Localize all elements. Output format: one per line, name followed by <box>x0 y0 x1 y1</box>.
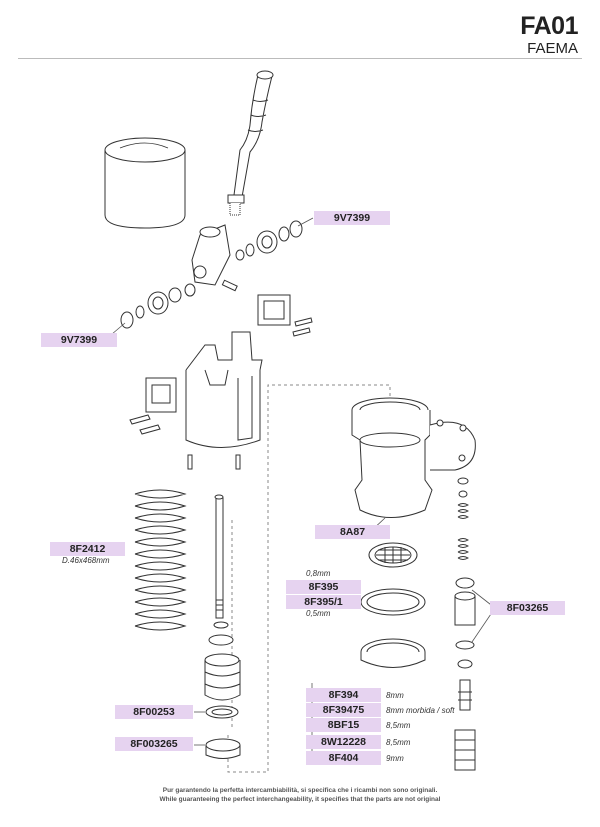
part-label-8f395-1: 8F395/1 <box>286 595 361 609</box>
part-label-8bf15: 8BF15 <box>306 718 381 732</box>
note-8bf15: 8,5mm <box>386 721 411 730</box>
part-label-8w12228: 8W12228 <box>306 735 381 749</box>
piston-rod <box>214 494 224 619</box>
footer-italian: Pur garantendo la perfetta intercambiabi… <box>162 787 438 794</box>
valve-stack <box>454 477 476 771</box>
part-label-8f03265: 8F03265 <box>490 601 565 615</box>
cup-part <box>104 137 186 229</box>
note-spring-size: D.46x468mm <box>62 556 110 565</box>
model-code: FA01 <box>520 12 578 40</box>
note-8w12228: 8,5mm <box>386 738 411 747</box>
group-body <box>351 397 476 518</box>
gaskets <box>360 588 426 668</box>
piston <box>204 621 241 759</box>
note-8f404: 9mm <box>386 754 404 763</box>
part-label-8f00253: 8F00253 <box>115 705 193 719</box>
footer-english: While guaranteeing the perfect interchan… <box>159 796 441 803</box>
header-divider <box>18 58 582 59</box>
part-label-8f404: 8F404 <box>306 751 381 765</box>
lever-support <box>145 294 291 448</box>
brand-name: FAEMA <box>527 40 578 57</box>
lever-handle <box>227 70 274 216</box>
note-8f395-thickness: 0,8mm <box>306 569 331 578</box>
part-label-8f2412: 8F2412 <box>50 542 125 556</box>
note-8f39475: 8mm morbida / soft <box>386 706 455 715</box>
lever-fork <box>191 224 231 286</box>
main-spring <box>134 489 187 631</box>
note-8f394: 8mm <box>386 691 404 700</box>
shower-screen <box>368 542 418 568</box>
part-label-8f39475: 8F39475 <box>306 703 381 717</box>
screws <box>129 317 313 470</box>
note-8f395-1-thickness: 0,5mm <box>306 609 331 618</box>
part-label-8f003265: 8F003265 <box>115 737 193 751</box>
part-label-8f394: 8F394 <box>306 688 381 702</box>
part-label-9v7399-left: 9V7399 <box>41 333 117 347</box>
part-label-9v7399-top: 9V7399 <box>314 211 390 225</box>
part-label-8f395: 8F395 <box>286 580 361 594</box>
part-label-8a87: 8A87 <box>315 525 390 539</box>
